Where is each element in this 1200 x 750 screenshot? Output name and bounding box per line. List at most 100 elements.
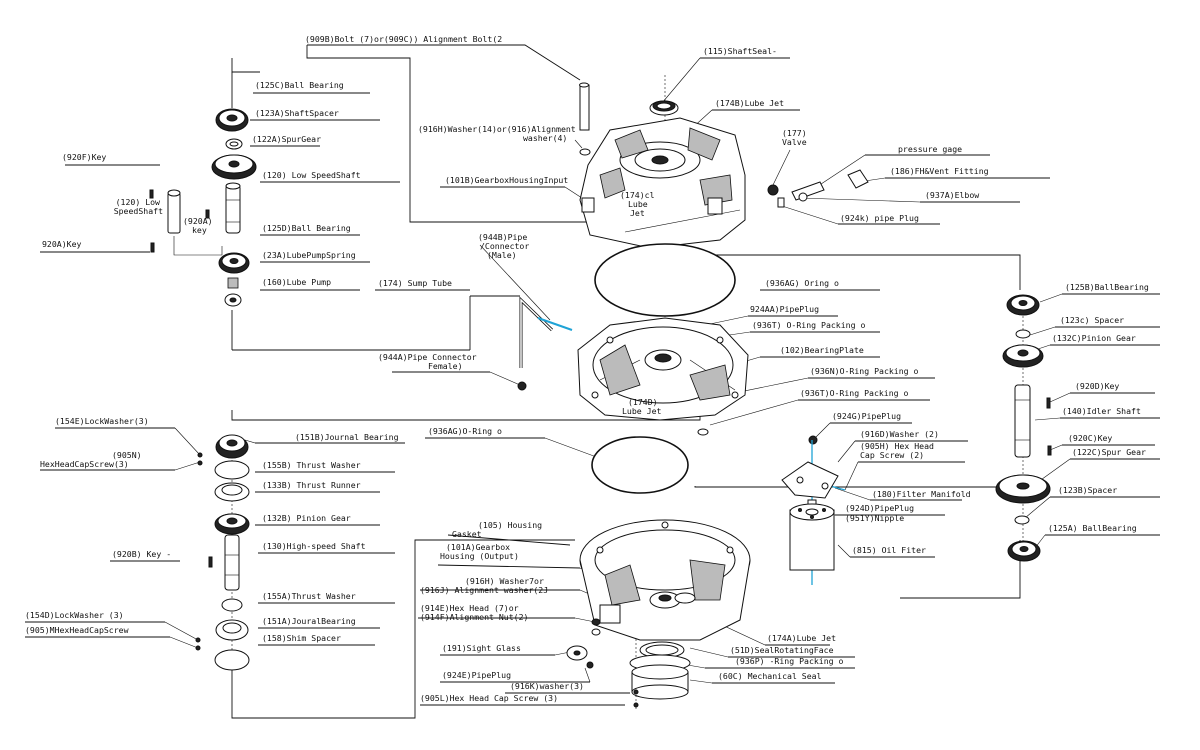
label-937a: (937A)Elbow [925, 190, 979, 200]
label-174b: (174B)Lube Jet [715, 98, 784, 108]
label-51d: (51D)SealRotatingFace [730, 645, 834, 655]
label-916k: (916K)washer(3) [510, 681, 584, 691]
label-914e: (914E)Hex Head (7)or(914F)Alignment Nut(… [420, 603, 528, 622]
label-174a: (174A)Lube Jet [767, 633, 836, 643]
label-936ag-mid: (936AG)O-Ring o [428, 426, 502, 436]
ball-bearing-125b [1006, 294, 1040, 316]
label-177: (177)Valve [782, 128, 807, 147]
label-125d: (125D)Ball Bearing [262, 223, 351, 233]
label-60c: (60C) Mechanical Seal [718, 671, 822, 681]
label-101b: (101B)GearboxHousingInput [445, 175, 568, 185]
label-909b: (909B)Bolt (7)or(909C)) Alignment Bolt(2 [305, 34, 502, 44]
sight-glass-191 [566, 645, 594, 669]
label-916h-bot: (916H) Washer7or [465, 576, 544, 586]
label-123b: (123B)Spacer [1058, 485, 1117, 495]
thrust-runner-133b [214, 482, 250, 502]
label-936t-a: (936T) O-Ring Packing o [752, 320, 865, 330]
label-115: (115)ShaftSeal- [703, 46, 777, 56]
label-924k: (924k) pipe Plug [840, 213, 919, 223]
part-labels: (909B)Bolt (7)or(909C)) Alignment Bolt(2… [25, 34, 1149, 703]
spur-gear-122c [995, 474, 1051, 504]
label-936t-b: (936T)O-Ring Packing o [800, 388, 909, 398]
label-944b: (944B)Pipe/Connector(Male) [478, 232, 529, 260]
label-920a: 920A)Key [42, 239, 82, 249]
label-815: (815) Oil Fiter [852, 545, 926, 555]
label-936p: (936P) -Ring Packing o [735, 656, 844, 666]
label-920d: (920D)Key [1075, 381, 1119, 391]
gearbox-housing-input-101b [579, 117, 746, 249]
o-ring-936ag-mid [591, 436, 689, 494]
label-158: (158)Shim Spacer [262, 633, 341, 643]
oil-filter-815 [789, 503, 835, 571]
label-132b: (132B) Pinion Gear [262, 513, 351, 523]
ball-bearing-125d [218, 252, 250, 274]
thrust-washer-155a [221, 598, 243, 612]
label-133b: (133B) Thrust Runner [262, 480, 361, 490]
label-151b: (151B)Journal Bearing [295, 432, 399, 442]
label-905l: (905L)Hex Head Cap Screw (3) [420, 693, 558, 703]
journal-bearing-151b [215, 434, 249, 459]
label-122c: (122C)Spur Gear [1072, 447, 1146, 457]
label-140: (140)Idler Shaft [1062, 406, 1141, 416]
label-122a: (122A)SpurGear [252, 134, 321, 144]
label-154e: (154E)LockWasher(3) [55, 416, 149, 426]
label-920a-key: (920A)key [183, 216, 213, 235]
hex-cap-screws-905l [633, 689, 639, 708]
label-174d: (174D)Lube Jet [622, 397, 662, 416]
lock-washer-screws [195, 452, 203, 651]
seal-face-51d [639, 641, 685, 659]
mechanical-seal-60c [629, 654, 691, 700]
alignment-bolt-909b [579, 82, 591, 156]
nut-914e [591, 618, 601, 636]
label-936n: (936N)O-Ring Packing o [810, 366, 919, 376]
label-pressure: pressure gage [898, 144, 962, 154]
spur-gear-122a [211, 154, 257, 180]
label-132c: (132C)Pinion Gear [1052, 333, 1136, 343]
pinion-gear-132b [214, 513, 250, 535]
label-180: (180)Filter Manifold [872, 489, 971, 499]
high-speed-shaft-130 [208, 534, 240, 591]
low-speed-shaft-side [149, 189, 223, 256]
label-160: (160)Lube Pump [262, 277, 331, 287]
ball-bearing-125c [215, 108, 249, 132]
label-924e: (924E)PipePlug [442, 670, 511, 680]
label-155b: (155B) Thrust Washer [262, 460, 361, 470]
shaft-seal-115 [649, 100, 679, 116]
label-916d: (916D)Washer (2) [860, 429, 939, 439]
label-125b: (125B)BallBearing [1065, 282, 1149, 292]
label-905m: (905)MHexHeadCapScrew [25, 625, 129, 635]
label-920c: (920C)Key [1068, 433, 1112, 443]
sump-tube-174 [517, 296, 573, 391]
label-123a: (123A)ShaftSpacer [255, 108, 339, 118]
label-916j: (916J) Alignment washer(2J [420, 585, 548, 595]
leader-lines [25, 44, 1160, 719]
label-125c: (125C)Ball Bearing [255, 80, 344, 90]
label-924d: (924D)PipePlug [845, 503, 914, 513]
o-ring-936ag-top [594, 243, 736, 317]
label-951y: (951Y)Nipple [845, 513, 904, 523]
label-155a: (155A)Thrust Washer [262, 591, 356, 601]
label-191: (191)Sight Glass [442, 643, 521, 653]
label-174-sump: (174) Sump Tube [378, 278, 452, 288]
label-130: (130)High-speed Shaft [262, 541, 366, 551]
pinion-gear-132c [1002, 344, 1044, 368]
label-23a: (23A)LubePumpSpring [262, 250, 356, 260]
label-186: (186)FH&Vent Fitting [890, 166, 989, 176]
label-920f: (920F)Key [62, 152, 106, 162]
label-151a: (151A)JouralBearing [262, 616, 356, 626]
gearbox-housing-output-101a [579, 519, 751, 641]
thrust-washer-155b [214, 460, 250, 480]
label-154d: (154D)LockWasher (3) [25, 610, 124, 620]
label-920b: (920B) Key - [112, 549, 171, 559]
label-936ag-top: (936AG) Oring o [765, 278, 839, 288]
label-102: (102)BearingPlate [780, 345, 864, 355]
lube-pump-160 [224, 293, 242, 307]
shim-spacer-158 [214, 649, 250, 671]
